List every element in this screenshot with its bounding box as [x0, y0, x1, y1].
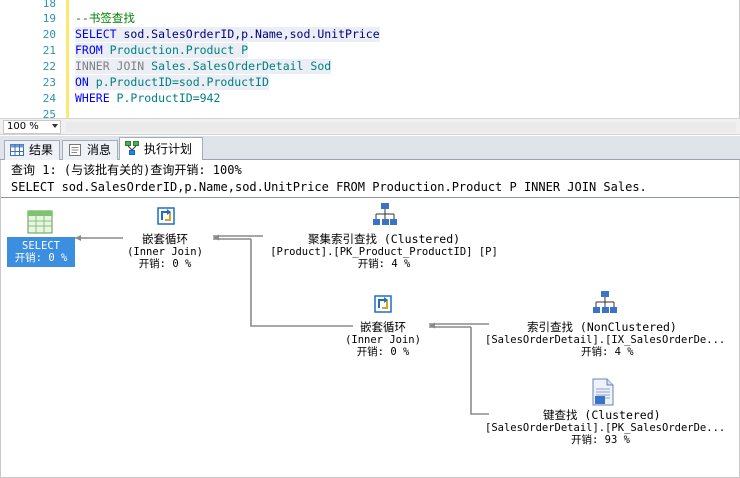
node-cost: 开销: 93 %	[571, 434, 630, 446]
node-cost: 开销: 4 %	[357, 258, 411, 270]
node-object: [SalesOrderDetail].[IX_SalesOrderDe...	[485, 334, 726, 346]
line-number: 18	[42, 0, 56, 10]
query-cost-header: 查询 1: (与该批有关的)查询开销: 100%	[11, 163, 242, 177]
chevron-down-icon[interactable]	[52, 124, 58, 128]
node-cost: 开销: 4 %	[581, 346, 634, 358]
index-seek-node[interactable]: 索引查找 (NonClustered) [SalesOrderDetail].[…	[485, 320, 735, 358]
zoom-bar: 100 %	[0, 118, 740, 135]
message-icon	[69, 144, 81, 156]
tab-messages[interactable]: 消息	[62, 140, 118, 160]
code-text: Sales.SalesOrderDetail Sod	[144, 59, 332, 73]
keyword-select: SELECT	[75, 27, 117, 41]
nested-loop-icon[interactable]	[154, 204, 178, 228]
line-number: 24	[42, 92, 56, 105]
line-number: 19	[42, 12, 56, 25]
code-line-23: ON p.ProductID=sod.ProductID	[75, 75, 269, 90]
nested-loop-1-node[interactable]: 嵌套循环 (Inner Join) 开销: 0 %	[109, 232, 221, 270]
clustered-index-seek-node[interactable]: 聚集索引查找 (Clustered) [Product].[PK_Product…	[259, 232, 509, 270]
node-subtitle: (Inner Join)	[127, 246, 203, 258]
key-lookup-node[interactable]: 键查找 (Clustered) [SalesOrderDetail].[PK_S…	[485, 408, 735, 446]
connector-nl1-nl2	[250, 239, 353, 327]
node-cost: 开销: 0 %	[14, 252, 68, 264]
keyword-where: WHERE	[75, 91, 110, 105]
query-text: SELECT sod.SalesOrderID,p.Name,sod.UnitP…	[11, 180, 647, 194]
keyword-inner-join: INNER JOIN	[75, 59, 145, 73]
line-number: 25	[42, 108, 56, 118]
zoom-value: 100 %	[7, 121, 39, 132]
horizontal-scrollbar[interactable]	[66, 122, 736, 132]
line-number: 21	[42, 44, 56, 57]
plan-icon	[125, 141, 139, 155]
code-comment: --书签查找	[75, 11, 135, 25]
node-name: SELECT	[22, 240, 60, 252]
sql-editor[interactable]: 18 19 20 21 22 23 24 25 --书签查找 SELECT so…	[0, 0, 740, 118]
tab-results[interactable]: 结果	[4, 140, 60, 160]
node-name: 索引查找 (NonClustered)	[527, 320, 677, 334]
keyword-from: FROM	[75, 43, 103, 57]
code-line-22: INNER JOIN Sales.SalesOrderDetail Sod	[75, 59, 332, 74]
grid-icon	[10, 144, 24, 156]
nested-loop-2-node[interactable]: 嵌套循环 (Inner Join) 开销: 0 %	[327, 320, 439, 358]
nested-loop-icon[interactable]	[371, 292, 395, 316]
execution-plan-pane[interactable]: 查询 1: (与该批有关的)查询开销: 100% SELECT sod.Sale…	[0, 160, 740, 478]
code-text: sod.SalesOrderID,p.Name,sod.UnitPrice	[116, 27, 380, 41]
code-line-20: SELECT sod.SalesOrderID,p.Name,sod.UnitP…	[75, 27, 380, 42]
code-text: P.ProductID=942	[109, 91, 221, 105]
tab-label: 消息	[87, 143, 112, 157]
node-object: [SalesOrderDetail].[PK_SalesOrderDe...	[485, 422, 726, 434]
code-line-21: FROM Production.Product P	[75, 43, 249, 58]
node-name: 嵌套循环	[360, 320, 406, 334]
node-object: [Product].[PK_Product_ProductID] [P]	[270, 246, 498, 258]
node-name: 嵌套循环	[142, 232, 188, 246]
connector-nl2-keylookup	[470, 327, 489, 415]
line-number: 22	[42, 60, 56, 73]
tab-label: 执行计划	[144, 142, 193, 156]
node-subtitle: (Inner Join)	[345, 334, 421, 346]
code-text: p.ProductID=sod.ProductID	[88, 75, 269, 89]
zoom-select[interactable]: 100 %	[3, 120, 61, 134]
node-name: 聚集索引查找 (Clustered)	[307, 232, 461, 246]
line-number: 20	[42, 28, 56, 41]
code-line-24: WHERE P.ProductID=942	[75, 91, 220, 106]
node-cost: 开销: 0 %	[356, 346, 410, 358]
keyword-on: ON	[75, 75, 89, 89]
select-node[interactable]: SELECT 开销: 0 %	[7, 237, 75, 267]
select-table-icon[interactable]	[27, 210, 53, 234]
key-lookup-icon[interactable]	[591, 378, 615, 406]
results-tab-bar: 结果 消息 执行计划	[0, 136, 740, 161]
divider	[1, 197, 739, 198]
index-seek-icon[interactable]	[591, 290, 619, 316]
tab-execution-plan[interactable]: 执行计划	[119, 137, 203, 161]
line-number: 23	[42, 76, 56, 89]
change-margin	[66, 0, 69, 118]
plan-connectors	[75, 234, 489, 415]
code-text: Production.Product P	[102, 43, 249, 57]
clustered-index-seek-icon[interactable]	[371, 202, 399, 228]
line-number-gutter: 18 19 20 21 22 23 24 25	[0, 0, 63, 118]
tab-label: 结果	[29, 143, 54, 157]
node-cost: 开销: 0 %	[138, 258, 192, 270]
node-name: 键查找 (Clustered)	[543, 408, 661, 422]
